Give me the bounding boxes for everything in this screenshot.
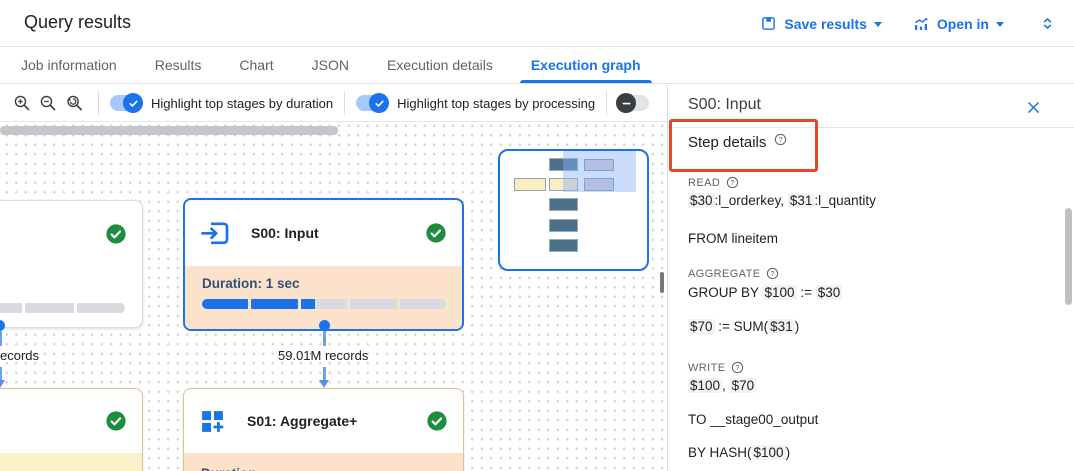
- sum-line: $70 := SUM($31): [688, 319, 800, 334]
- tab-results[interactable]: Results: [154, 57, 202, 73]
- toolbar-divider: [344, 91, 346, 115]
- check-circle-icon: [105, 410, 127, 432]
- to-line: TO __stage00_output: [688, 412, 819, 427]
- graph-toolbar: Highlight top stages by duration Highlig…: [0, 85, 667, 122]
- help-icon[interactable]: ?: [726, 176, 739, 189]
- check-circle-icon: [426, 410, 448, 432]
- edge-arrowhead-icon: [0, 380, 5, 388]
- help-icon[interactable]: ?: [731, 361, 744, 374]
- minimap-node: [549, 219, 578, 232]
- save-icon: [760, 15, 777, 32]
- header-actions: Save results Open in: [760, 0, 1060, 47]
- minimap-node: [514, 178, 546, 191]
- minimap-node: [549, 239, 578, 252]
- stage-node-s01[interactable]: S01: Aggregate+ Duration:: [183, 388, 464, 471]
- close-icon[interactable]: [1025, 99, 1042, 116]
- edge-record-count: 59.01M records: [278, 348, 369, 363]
- from-line: FROM lineitem: [688, 231, 779, 246]
- minimap-node: [549, 158, 578, 171]
- svg-text:?: ?: [736, 363, 740, 372]
- stage-node-s00[interactable]: S00: Input Duration: 1 sec: [183, 198, 464, 331]
- save-results-label: Save results: [784, 15, 867, 32]
- stage-node-left-top[interactable]: [0, 200, 143, 328]
- input-stage-icon: [200, 220, 230, 247]
- help-icon[interactable]: ?: [766, 267, 779, 280]
- results-tabbar: Job information Results Chart JSON Execu…: [0, 47, 1074, 84]
- zoom-in-icon[interactable]: [9, 90, 35, 116]
- highlight-duration-label: Highlight top stages by duration: [151, 95, 334, 111]
- edge-source-dot: [0, 320, 5, 331]
- expand-panel-icon[interactable]: [1034, 11, 1060, 37]
- svg-text:?: ?: [771, 269, 775, 278]
- panel-header: S00: Input: [668, 85, 1074, 128]
- edge-line: [323, 331, 326, 346]
- edge-line: [323, 367, 326, 380]
- toolbar-divider: [606, 91, 608, 115]
- minimap-node: [549, 198, 578, 211]
- stage-details-panel: S00: Input Step details ? READ ? $30:l_o…: [667, 85, 1074, 471]
- stage-duration-label: Duration:: [201, 466, 447, 471]
- tab-chart[interactable]: Chart: [239, 57, 274, 73]
- minimap-node: [584, 178, 614, 191]
- tab-execution-graph[interactable]: Execution graph: [512, 47, 660, 83]
- dropdown-caret-icon: [873, 21, 882, 27]
- aggregate-section-label: AGGREGATE ?: [688, 267, 779, 280]
- toolbar-divider: [98, 91, 99, 115]
- canvas-vertical-scrollbar-thumb[interactable]: [660, 272, 664, 293]
- panel-vertical-scrollbar-thumb[interactable]: [1065, 208, 1072, 305]
- check-circle-icon: [425, 222, 447, 244]
- edge-line: [0, 367, 2, 380]
- svg-text:?: ?: [731, 178, 735, 187]
- step-details-label: Step details: [688, 134, 767, 151]
- svg-text:?: ?: [779, 135, 783, 144]
- tab-job-information[interactable]: Job information: [21, 57, 117, 73]
- save-results-button[interactable]: Save results: [760, 15, 882, 32]
- help-icon[interactable]: ?: [774, 133, 787, 146]
- aggregate-stage-icon: [199, 408, 226, 435]
- highlight-processing-group: Highlight top stages by processing: [356, 93, 596, 113]
- edge-source-dot: [319, 320, 330, 331]
- stage-node-left-bottom[interactable]: [0, 388, 143, 471]
- highlight-duration-group: Highlight top stages by duration: [110, 93, 334, 113]
- group-by-line: GROUP BY $100 := $30: [688, 285, 843, 300]
- minimap-viewport[interactable]: [563, 151, 636, 192]
- minimap-node: [584, 159, 614, 171]
- open-in-label: Open in: [936, 15, 989, 32]
- stage-node-title: S00: Input: [251, 225, 319, 241]
- edge-record-count-clipped: ecords: [0, 348, 40, 363]
- edge-line: [0, 331, 2, 346]
- execution-graph-canvas[interactable]: S00: Input Duration: 1 sec 59.01M record…: [0, 122, 667, 471]
- zoom-reset-icon[interactable]: [61, 90, 87, 116]
- by-hash-line: BY HASH($100): [688, 445, 791, 460]
- highlight-processing-label: Highlight top stages by processing: [397, 95, 596, 111]
- step-details-heading: Step details ?: [688, 133, 787, 151]
- header: Query results Save results Open in: [0, 0, 1074, 47]
- progress-bar: [0, 303, 126, 313]
- tab-json[interactable]: JSON: [311, 57, 349, 73]
- highlight-duration-toggle[interactable]: [110, 93, 143, 113]
- read-section-label: READ ?: [688, 176, 739, 189]
- edge-arrowhead-icon: [319, 380, 329, 388]
- stage-duration-label: Duration: 1 sec: [202, 276, 300, 291]
- read-line: $30:l_orderkey, $31:l_quantity: [688, 193, 876, 208]
- horizontal-scrollbar-thumb[interactable]: [0, 126, 338, 135]
- write-line: $100, $70: [688, 378, 757, 393]
- write-section-label: WRITE ?: [688, 361, 744, 374]
- graph-minimap[interactable]: [498, 149, 649, 271]
- minimap-node: [549, 178, 578, 191]
- highlight-processing-toggle[interactable]: [356, 93, 390, 113]
- zoom-out-icon[interactable]: [35, 90, 61, 116]
- panel-title: S00: Input: [688, 96, 761, 113]
- check-circle-icon: [105, 223, 127, 245]
- page-title: Query results: [24, 12, 132, 32]
- tab-execution-details[interactable]: Execution details: [386, 57, 493, 73]
- progress-bar: [202, 299, 447, 309]
- dropdown-caret-icon: [996, 21, 1004, 27]
- stage-node-title: S01: Aggregate+: [247, 413, 358, 429]
- analytics-icon: [912, 15, 930, 33]
- open-in-button[interactable]: Open in: [912, 15, 1004, 33]
- third-toggle-off[interactable]: [616, 93, 650, 113]
